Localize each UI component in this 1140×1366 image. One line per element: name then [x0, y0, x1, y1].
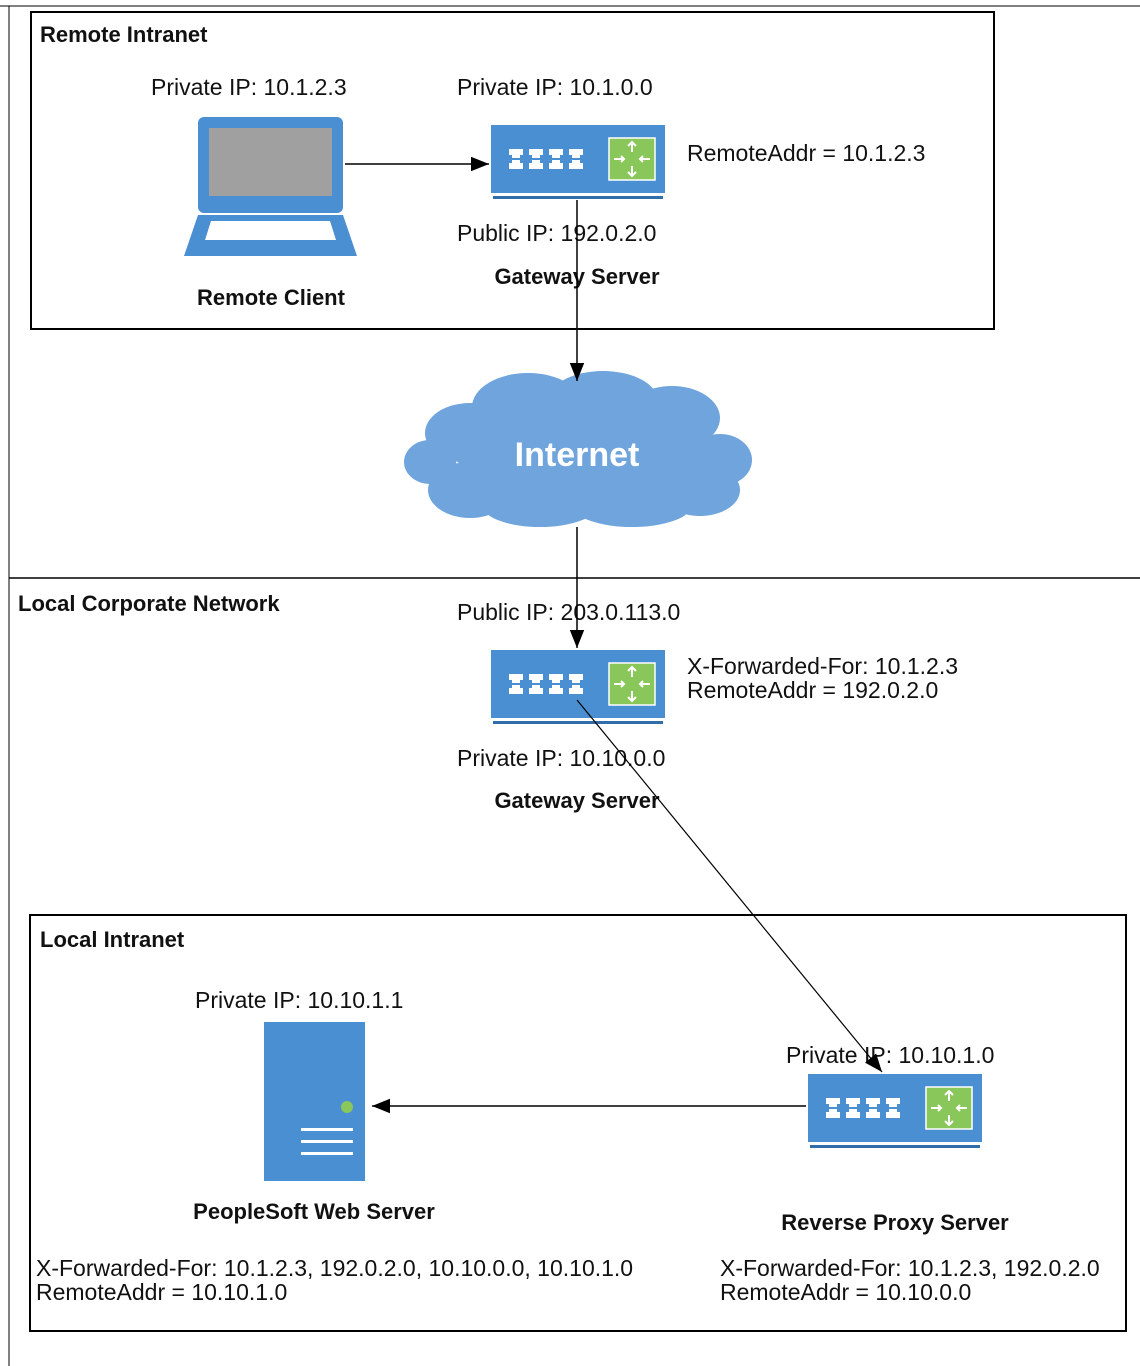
local-intranet-title: Local Intranet: [40, 927, 185, 952]
corporate-gateway-private-ip: Private IP: 10.10.0.0: [457, 745, 665, 771]
web-server-xff: X-Forwarded-For: 10.1.2.3, 192.0.2.0, 10…: [36, 1255, 633, 1281]
corporate-gateway-public-ip: Public IP: 203.0.113.0: [457, 599, 680, 625]
web-server-name: PeopleSoft Web Server: [193, 1199, 435, 1224]
proxy-ip: Private IP: 10.10.1.0: [786, 1042, 994, 1068]
local-intranet-box: [29, 914, 1127, 1332]
laptop-icon: [184, 117, 357, 256]
proxy-remote-addr: RemoteAddr = 10.10.0.0: [720, 1279, 971, 1305]
web-server-ip: Private IP: 10.10.1.1: [195, 987, 403, 1013]
internet-label: Internet: [515, 436, 640, 474]
web-server-remote-addr: RemoteAddr = 10.10.1.0: [36, 1279, 287, 1305]
remote-gateway-private-ip: Private IP: 10.1.0.0: [457, 74, 653, 100]
remote-intranet-title: Remote Intranet: [40, 22, 208, 47]
corporate-gateway-to-proxy-arrow: [576, 699, 883, 1073]
router-icon: [490, 124, 666, 200]
cloud-icon: [404, 371, 752, 527]
router-icon: [807, 1073, 983, 1149]
remote-gateway-remote-addr: RemoteAddr = 10.1.2.3: [687, 140, 925, 166]
remote-client-ip: Private IP: 10.1.2.3: [151, 74, 347, 100]
corporate-gateway-remote-addr: RemoteAddr = 192.0.2.0: [687, 677, 938, 703]
remote-gateway-public-ip: Public IP: 192.0.2.0: [457, 220, 656, 246]
corporate-gateway-name: Gateway Server: [494, 788, 660, 813]
server-tower-icon: [264, 1022, 365, 1181]
outer-frame: [0, 5, 1140, 1366]
remote-intranet-box: [30, 11, 995, 330]
proxy-xff: X-Forwarded-For: 10.1.2.3, 192.0.2.0: [720, 1255, 1100, 1281]
router-icon: [490, 649, 666, 725]
corporate-network-title: Local Corporate Network: [18, 591, 280, 616]
remote-client-name: Remote Client: [197, 285, 346, 310]
corporate-gateway-xff: X-Forwarded-For: 10.1.2.3: [687, 653, 958, 679]
proxy-name: Reverse Proxy Server: [781, 1210, 1009, 1235]
